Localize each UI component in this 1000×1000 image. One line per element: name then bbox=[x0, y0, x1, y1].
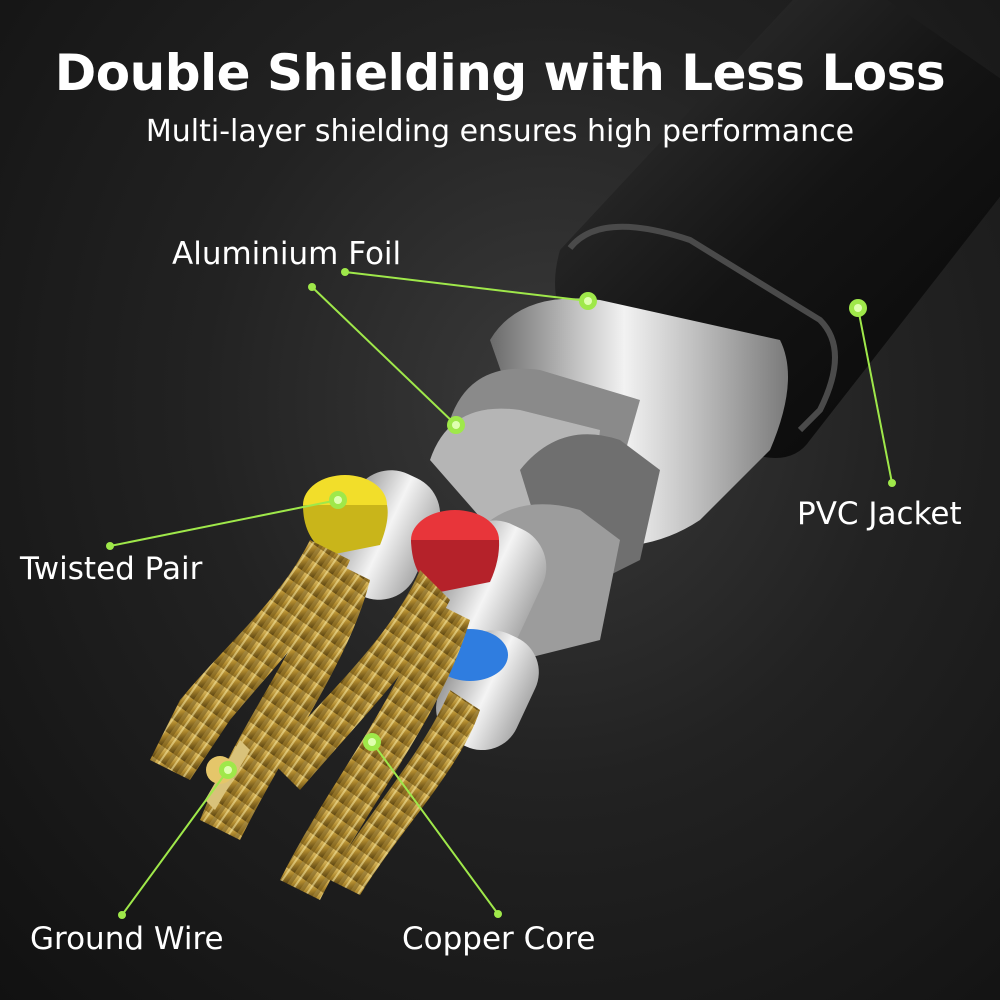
copper-strands bbox=[150, 540, 480, 900]
page-title: Double Shielding with Less Loss bbox=[54, 44, 946, 102]
label-twisted-pair: Twisted Pair bbox=[20, 551, 203, 587]
label-copper-core: Copper Core bbox=[402, 921, 596, 957]
callout-dots bbox=[106, 268, 896, 919]
label-aluminium-foil: Aluminium Foil bbox=[172, 236, 402, 272]
label-pvc-jacket: PVC Jacket bbox=[797, 496, 962, 532]
label-ground-wire: Ground Wire bbox=[30, 921, 224, 957]
callout-lines bbox=[109, 271, 893, 916]
page-subtitle: Multi-layer shielding ensures high perfo… bbox=[145, 114, 855, 149]
